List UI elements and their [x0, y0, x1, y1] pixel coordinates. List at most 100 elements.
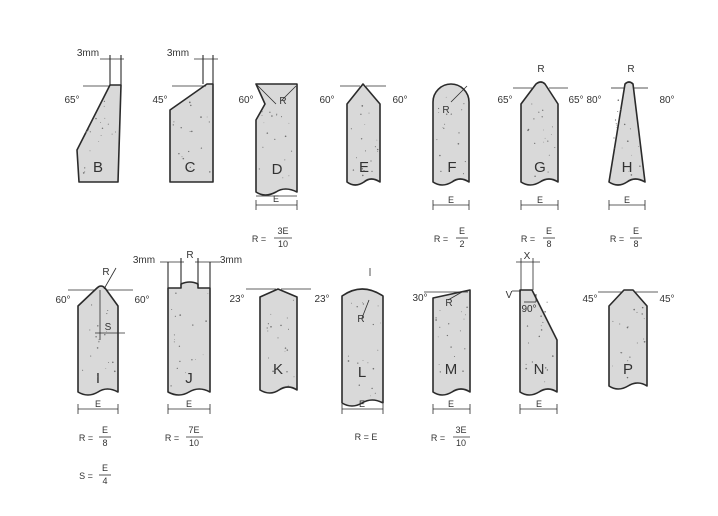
speckle-dot	[643, 318, 645, 320]
speckle-dot	[104, 117, 106, 119]
speckle-dot	[438, 364, 440, 365]
speckle-dot	[439, 371, 441, 373]
tool-n: X V 90° N E	[506, 251, 558, 414]
tool-m-formula-den: 10	[456, 438, 466, 448]
speckle-dot	[191, 130, 193, 133]
speckle-dot	[208, 121, 210, 123]
speckle-dot	[464, 348, 466, 350]
speckle-dot	[106, 331, 107, 332]
speckle-dot	[107, 123, 109, 125]
tool-p-letter: P	[623, 361, 633, 378]
tool-c-angle-label: 45°	[152, 95, 167, 106]
speckle-dot	[445, 96, 447, 98]
speckle-dot	[374, 392, 376, 394]
speckle-dot	[525, 363, 527, 365]
speckle-dot	[200, 147, 203, 149]
speckle-dot	[100, 121, 102, 123]
speckle-dot	[542, 109, 544, 112]
speckle-dot	[106, 313, 108, 315]
speckle-dot	[270, 313, 272, 315]
tool-i-formula-num: E	[102, 425, 108, 435]
speckle-dot	[547, 140, 549, 142]
speckle-dot	[361, 302, 363, 304]
speckle-dot	[617, 99, 620, 101]
speckle-dot	[641, 306, 644, 309]
tool-p-angle-left: 45°	[582, 294, 597, 305]
speckle-dot	[435, 319, 437, 321]
tool-g-formula-lhs: R =	[521, 234, 535, 244]
speckle-dot	[538, 335, 541, 338]
tool-n-v-label: V	[506, 290, 513, 301]
speckle-dot	[284, 159, 286, 161]
speckle-dot	[538, 111, 540, 113]
speckle-dot	[352, 169, 355, 171]
tool-i-profile	[77, 285, 119, 396]
speckle-dot	[633, 308, 635, 311]
speckle-dot	[551, 134, 552, 135]
speckle-dot	[531, 103, 533, 105]
speckle-dot	[173, 121, 175, 123]
speckle-dot	[548, 154, 550, 156]
speckle-dot	[91, 304, 93, 306]
speckle-dot	[209, 171, 211, 173]
tool-b-angle-label: 65°	[64, 95, 79, 106]
speckle-dot	[280, 324, 282, 327]
speckle-dot	[368, 112, 370, 114]
tool-i-formula-lhs: R =	[79, 433, 93, 443]
speckle-dot	[176, 367, 178, 370]
tool-g-profile	[520, 81, 559, 186]
speckle-dot	[446, 334, 449, 337]
speckle-dot	[442, 127, 444, 128]
speckle-dot	[356, 306, 358, 308]
speckle-dot	[438, 112, 440, 113]
tool-m-profile	[432, 289, 471, 396]
tool-d-formula-lhs: R =	[252, 234, 266, 244]
speckle-dot	[527, 342, 530, 344]
speckle-dot	[292, 299, 294, 301]
speckle-dot	[103, 100, 105, 102]
speckle-dot	[287, 328, 290, 330]
tool-g-angle-right: 65°	[568, 95, 583, 106]
tool-i-dim-label: E	[95, 399, 101, 409]
tool-e-profile	[346, 83, 381, 186]
speckle-dot	[113, 370, 116, 373]
speckle-dot	[82, 172, 85, 174]
tool-g-dim-label: E	[537, 195, 543, 205]
tool-m-letter: M	[445, 361, 458, 378]
speckle-dot	[282, 177, 284, 179]
speckle-dot	[173, 341, 175, 343]
tool-m: 30° R M E R = 3E 10	[412, 289, 471, 448]
speckle-dot	[360, 138, 363, 140]
speckle-dot	[95, 336, 97, 338]
tool-m-angle-label: 30°	[412, 293, 427, 304]
tool-i-formula2-num: E	[102, 463, 108, 473]
speckle-dot	[527, 128, 530, 131]
speckle-dot	[643, 338, 645, 340]
speckle-dot	[541, 116, 543, 118]
speckle-dot	[554, 146, 556, 149]
tool-d: 60° R D E R = 3E 10	[238, 83, 298, 249]
speckle-dot	[461, 109, 463, 111]
speckle-dot	[358, 384, 361, 386]
speckle-dot	[612, 320, 614, 322]
speckle-dot	[445, 113, 448, 115]
speckle-dot	[108, 362, 109, 363]
speckle-dot	[267, 330, 269, 332]
speckle-dot	[544, 311, 546, 313]
speckle-dot	[462, 370, 464, 372]
speckle-dot	[84, 167, 86, 169]
speckle-dot	[347, 355, 349, 357]
speckle-dot	[376, 148, 379, 151]
speckle-dot	[463, 103, 465, 105]
tool-h-angle-right: 80°	[659, 95, 674, 106]
speckle-dot	[612, 365, 613, 367]
speckle-dot	[284, 135, 287, 138]
speckle-dot	[271, 115, 273, 117]
tool-m-radius-label: R	[445, 298, 452, 309]
tool-g-letter: G	[534, 159, 546, 176]
speckle-dot	[457, 142, 460, 145]
speckle-dot	[540, 325, 542, 327]
speckle-dot	[115, 131, 116, 133]
speckle-dot	[261, 110, 263, 113]
speckle-dot	[206, 116, 208, 118]
